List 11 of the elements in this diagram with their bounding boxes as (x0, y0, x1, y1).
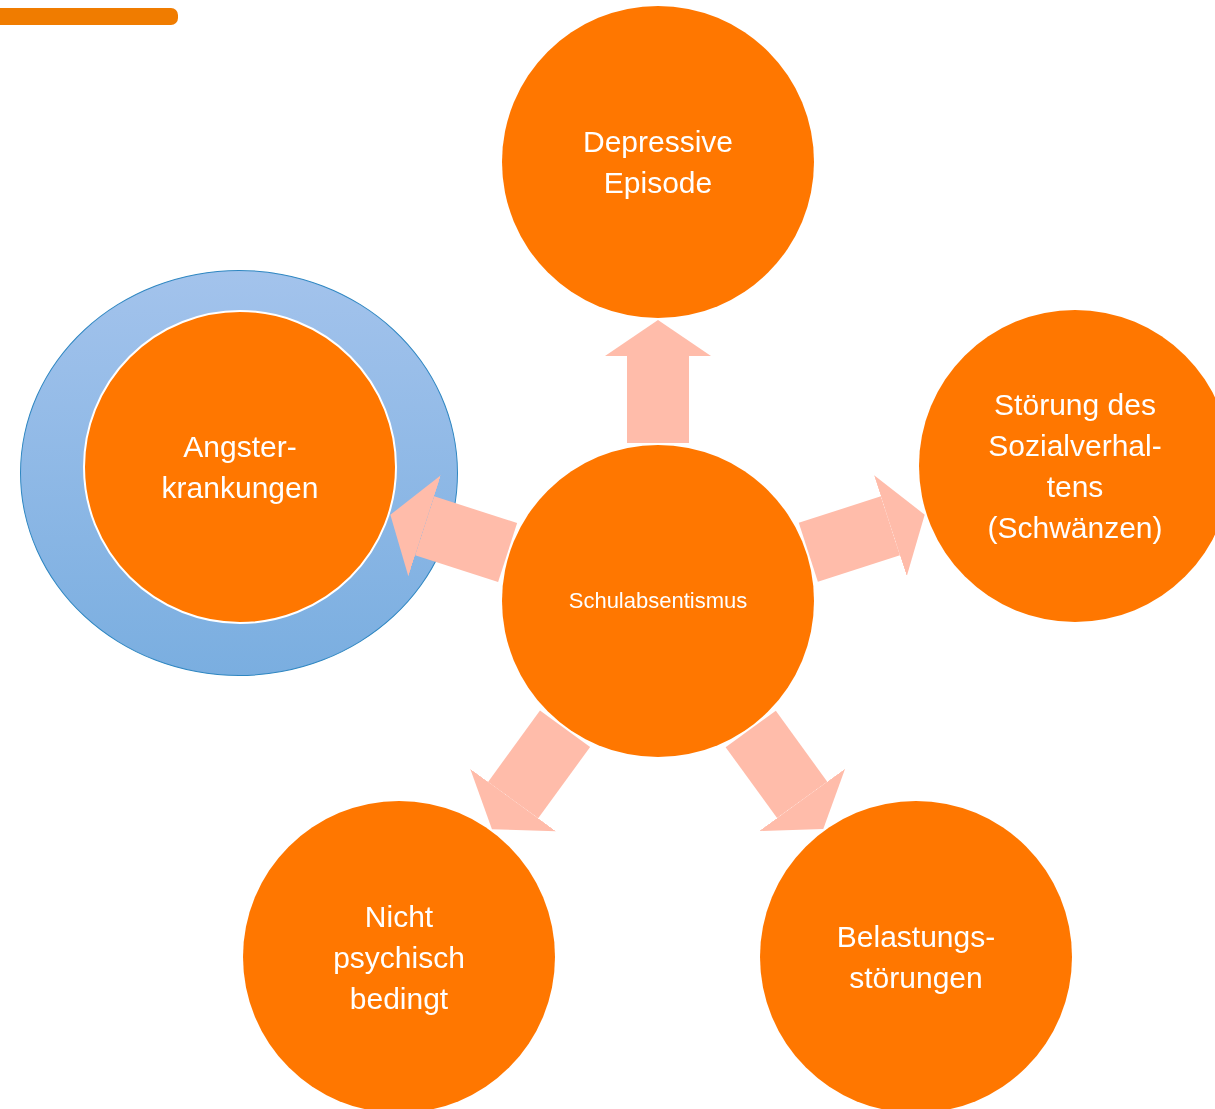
topic-label: Belastungs- störungen (835, 919, 997, 996)
block-arrow (470, 710, 591, 832)
block-arrow (390, 475, 518, 583)
block-arrow (725, 710, 846, 831)
block-arrow (798, 475, 925, 582)
topic-label: Störung des Sozialverhal- tens (Schwänzen) (986, 387, 1164, 546)
topic-label: Nicht psychisch bedingt (332, 898, 466, 1017)
topic-label: Schulabsentismus (567, 587, 749, 615)
topic-label: Depressive Episode (581, 124, 735, 201)
block-arrow (605, 320, 711, 443)
topic-label: Angster- krankungen (160, 429, 320, 506)
